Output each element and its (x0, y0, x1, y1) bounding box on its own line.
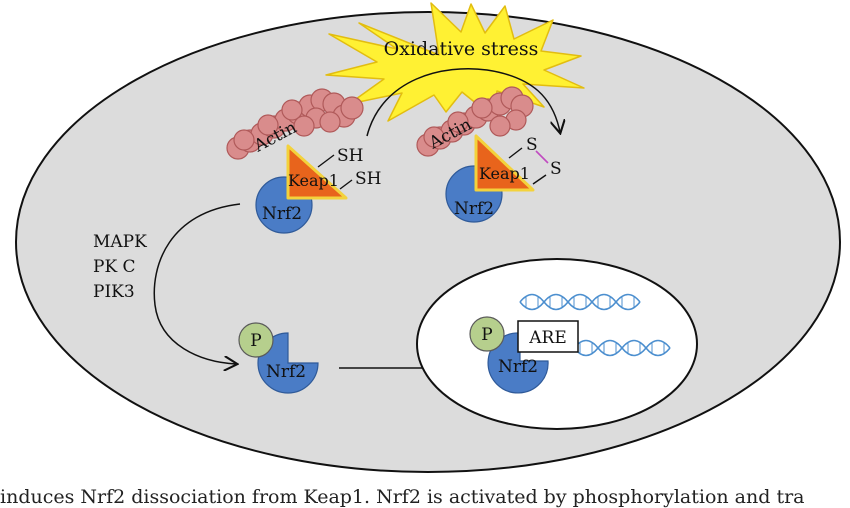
actin-filament-right (416, 86, 534, 157)
oxidative-stress-label: Oxidative stress (384, 38, 539, 60)
phosphate-label-nucleus: P (481, 325, 492, 345)
phosphate-group-nucleus (469, 316, 505, 352)
keap1-label-left: Keap1 (288, 171, 339, 190)
sulfur-bond-bottom-right (532, 174, 547, 185)
phosphate-group-left (238, 322, 274, 358)
dna-helix-lower (573, 339, 671, 357)
keap1-label-right: Keap1 (479, 164, 530, 183)
dna-helix-upper (519, 293, 641, 311)
keap1-protein-left (286, 144, 348, 200)
sulfur-bond-top-right (508, 147, 523, 159)
nrf2-label-right: Nrf2 (454, 199, 494, 219)
keap1-protein-right (474, 134, 535, 192)
thiol-bond-top-left (317, 154, 335, 168)
s-label-top-right: S (526, 135, 538, 155)
phosphate-label-left: P (250, 331, 261, 351)
nrf2-label-left: Nrf2 (262, 204, 302, 224)
figure-caption: induces Nrf2 dissociation from Keap1. Nr… (0, 486, 805, 508)
stress-arrow (366, 67, 560, 137)
disulfide-bridge (535, 150, 549, 164)
thiol-bond-bottom-left (339, 179, 353, 190)
nrf2-phospho-label-left: Nrf2 (266, 362, 306, 382)
actin-filament-left (226, 88, 364, 160)
are-element-box (517, 320, 579, 353)
sh-label-top-left: SH (337, 146, 363, 166)
kinase-label-pkc: PK C (93, 257, 136, 277)
are-label: ARE (528, 328, 567, 348)
s-label-bottom-right: S (550, 159, 562, 179)
sh-label-bottom-left: SH (355, 169, 381, 189)
kinase-label-mapk: MAPK (93, 232, 147, 252)
kinase-label-pik3: PIK3 (93, 282, 135, 302)
activation-arrow (153, 203, 241, 364)
nrf2-nuclear-label: Nrf2 (498, 357, 538, 377)
